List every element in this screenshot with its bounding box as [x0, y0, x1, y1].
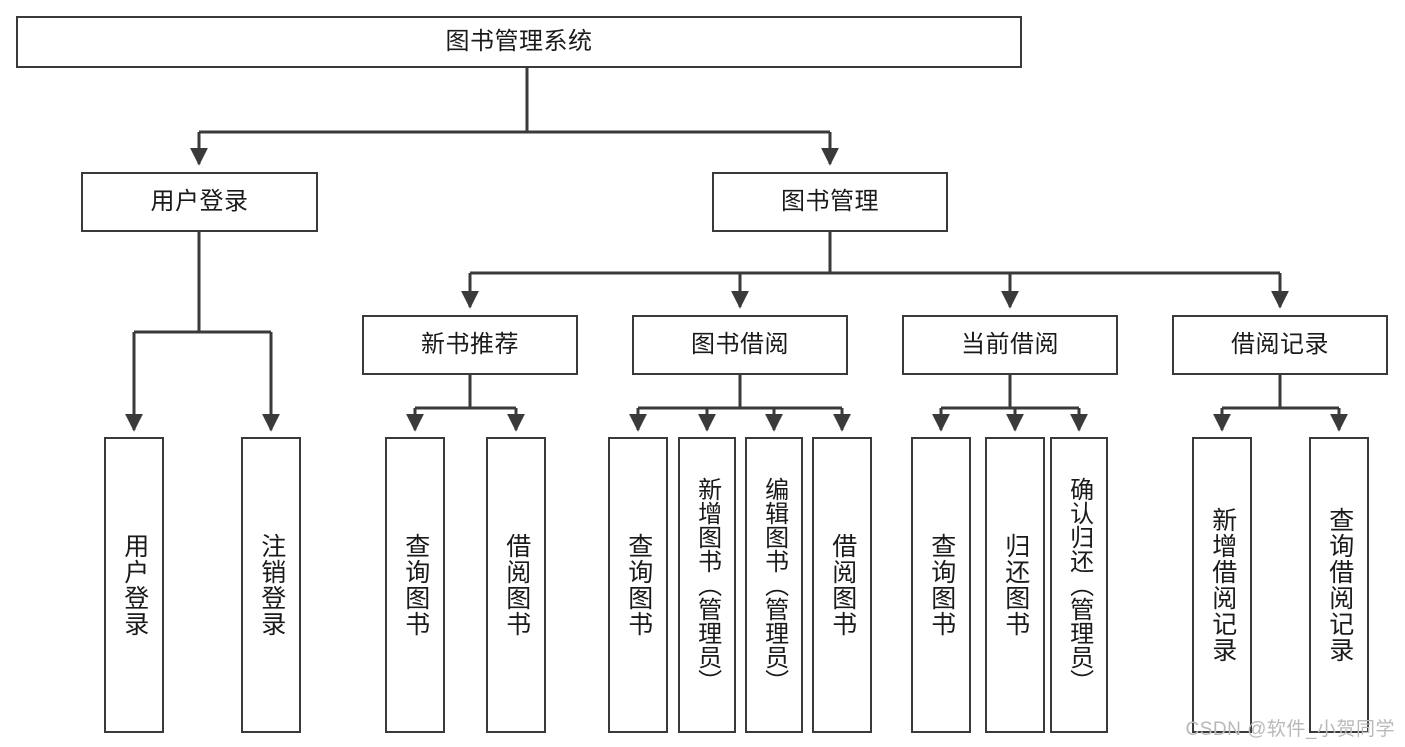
node-leaf-borrow-book-label: 借阅图书	[828, 533, 857, 637]
node-leaf-add-book[interactable]: 新增图书（管理员）	[678, 437, 736, 733]
node-new-book-rec[interactable]: 新书推荐	[362, 315, 578, 375]
node-leaf-borrow-book-rec[interactable]: 借阅图书	[486, 437, 546, 733]
node-borrow-record[interactable]: 借阅记录	[1172, 315, 1388, 375]
node-leaf-query-record[interactable]: 查询借阅记录	[1309, 437, 1369, 733]
node-root-label: 图书管理系统	[445, 27, 593, 55]
node-leaf-add-record[interactable]: 新增借阅记录	[1192, 437, 1252, 733]
node-leaf-confirm-return-label: 确认归还（管理员）	[1065, 477, 1093, 693]
node-leaf-user-login[interactable]: 用户登录	[104, 437, 164, 733]
node-book-borrow[interactable]: 图书借阅	[632, 315, 848, 375]
node-leaf-query-book-borrow-label: 查询图书	[624, 533, 653, 637]
node-book-borrow-label: 图书借阅	[691, 330, 789, 358]
node-leaf-query-book-current-label: 查询图书	[927, 533, 956, 637]
node-leaf-add-book-label: 新增图书（管理员）	[693, 477, 721, 693]
node-leaf-user-logout-label: 注销登录	[257, 533, 286, 637]
node-leaf-query-record-label: 查询借阅记录	[1325, 507, 1354, 663]
node-leaf-return-book[interactable]: 归还图书	[985, 437, 1045, 733]
node-leaf-edit-book-label: 编辑图书（管理员）	[760, 477, 788, 693]
node-leaf-borrow-book-rec-label: 借阅图书	[502, 533, 531, 637]
node-user-login[interactable]: 用户登录	[81, 172, 318, 232]
node-root[interactable]: 图书管理系统	[16, 16, 1022, 68]
node-leaf-user-logout[interactable]: 注销登录	[241, 437, 301, 733]
node-leaf-confirm-return[interactable]: 确认归还（管理员）	[1050, 437, 1108, 733]
node-book-manage-label: 图书管理	[781, 187, 879, 215]
node-leaf-query-book-borrow[interactable]: 查询图书	[608, 437, 668, 733]
node-user-login-label: 用户登录	[150, 187, 249, 215]
csdn-watermark: CSDN @软件_小贺同学	[1185, 719, 1395, 740]
node-leaf-query-book-rec[interactable]: 查询图书	[385, 437, 445, 733]
node-current-borrow[interactable]: 当前借阅	[902, 315, 1118, 375]
node-leaf-query-book-rec-label: 查询图书	[401, 533, 430, 637]
node-leaf-edit-book[interactable]: 编辑图书（管理员）	[745, 437, 803, 733]
node-current-borrow-label: 当前借阅	[961, 330, 1059, 358]
node-leaf-query-book-current[interactable]: 查询图书	[911, 437, 971, 733]
node-leaf-borrow-book[interactable]: 借阅图书	[812, 437, 872, 733]
node-leaf-add-record-label: 新增借阅记录	[1208, 507, 1237, 663]
node-borrow-record-label: 借阅记录	[1231, 330, 1329, 358]
node-leaf-user-login-label: 用户登录	[120, 533, 149, 637]
node-book-manage[interactable]: 图书管理	[712, 172, 948, 232]
node-new-book-rec-label: 新书推荐	[421, 330, 519, 358]
node-leaf-return-book-label: 归还图书	[1001, 533, 1030, 637]
